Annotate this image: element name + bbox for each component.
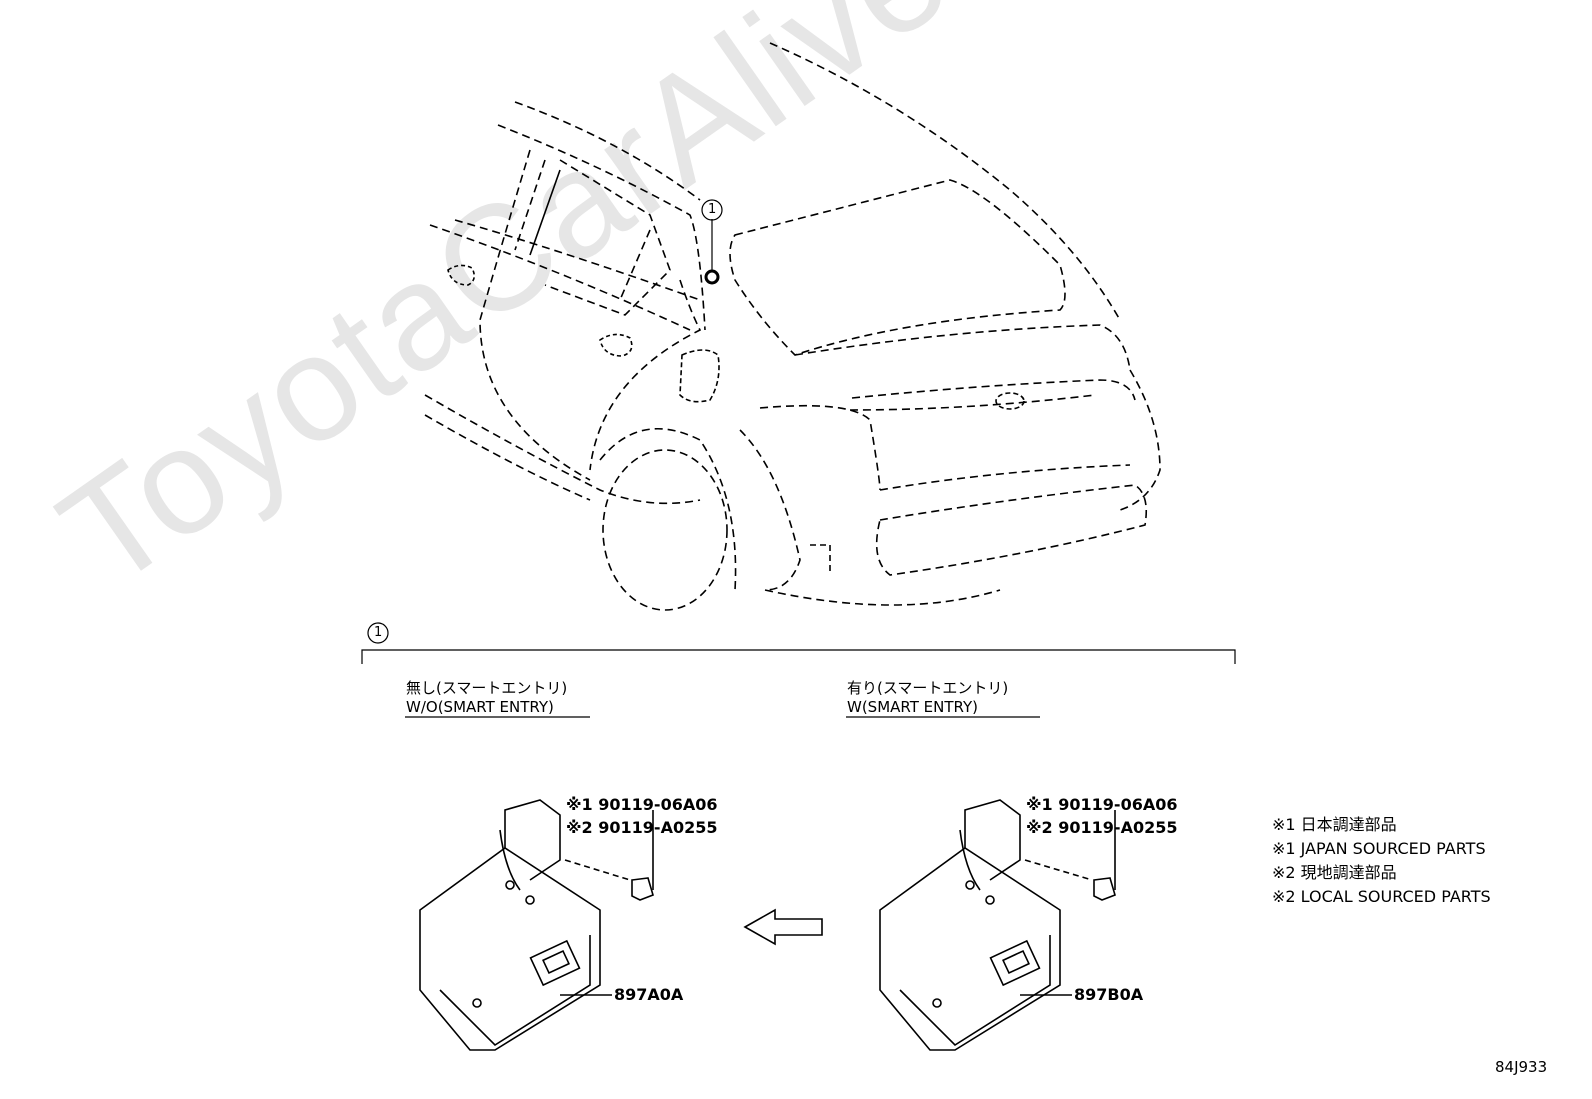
legend-line: ※2 LOCAL SOURCED PARTS	[1272, 887, 1491, 906]
right-variant-label-jp: 有り(スマートエントリ)	[847, 679, 1009, 697]
left-variant-label-jp: 無し(スマートエントリ)	[406, 679, 568, 697]
legend-line: ※1 JAPAN SOURCED PARTS	[1272, 839, 1486, 858]
right-module-drawing	[879, 799, 1116, 1051]
left-bolt-part-2: ※2 90119-A0255	[566, 818, 718, 837]
variant-bracket	[361, 622, 1236, 718]
left-bolt-part-1: ※1 90119-06A06	[566, 795, 718, 814]
left-part-number: 897A0A	[614, 985, 684, 1004]
right-part-number: 897B0A	[1074, 985, 1144, 1004]
right-bolt-part-2: ※2 90119-A0255	[1026, 818, 1178, 837]
change-arrow	[743, 908, 823, 946]
legend-line: ※2 現地調達部品	[1272, 863, 1397, 882]
callout-number-car: 1	[708, 202, 717, 217]
car-illustration	[424, 42, 1161, 611]
left-module-drawing	[419, 799, 654, 1051]
left-variant-label-en: W/O(SMART ENTRY)	[406, 698, 554, 716]
right-bolt-part-1: ※1 90119-06A06	[1026, 795, 1178, 814]
legend-line: ※1 日本調達部品	[1272, 815, 1397, 834]
callout-number-bracket: 1	[374, 625, 383, 640]
right-variant-label-en: W(SMART ENTRY)	[847, 698, 979, 716]
diagram-id: 84J933	[1495, 1058, 1548, 1076]
